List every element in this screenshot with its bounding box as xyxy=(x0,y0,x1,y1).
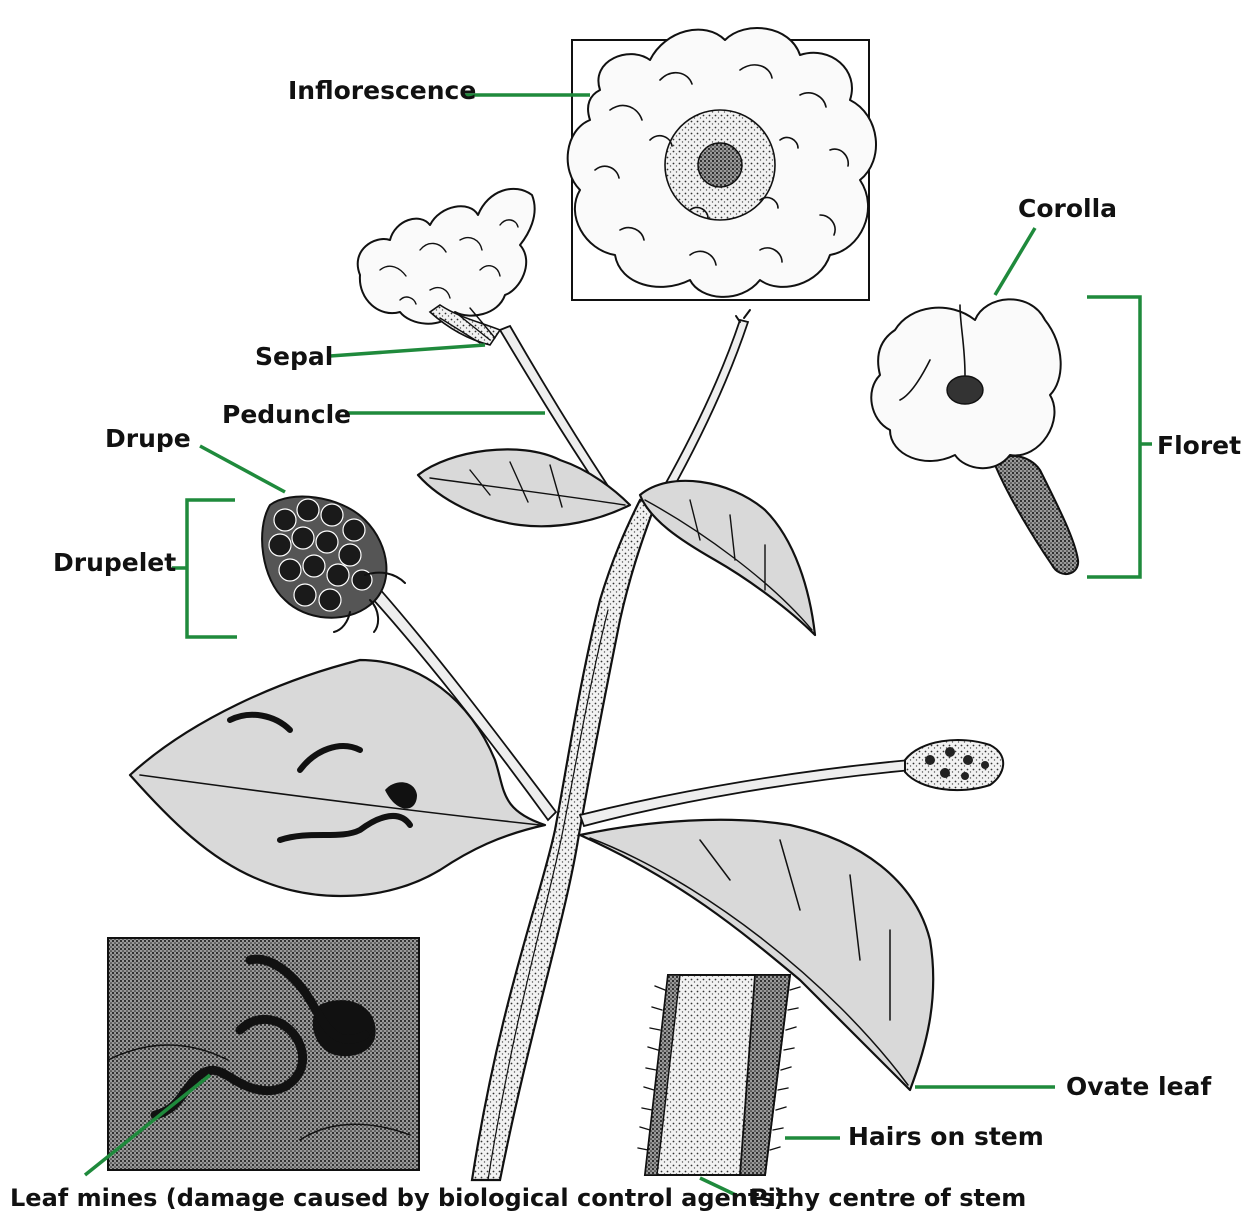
leaf-mines-inset xyxy=(108,938,419,1170)
label-sepal: Sepal xyxy=(255,344,333,369)
upper-left-leaf xyxy=(418,449,630,526)
upper-right-leaf xyxy=(640,481,815,635)
label-pithy-centre: Pithy centre of stem xyxy=(750,1186,1026,1210)
right-pedicel xyxy=(580,740,1003,826)
label-floret: Floret xyxy=(1157,433,1241,458)
floret-illustration xyxy=(871,299,1078,574)
drupelet-bracket xyxy=(172,500,237,637)
label-hairs-on-stem: Hairs on stem xyxy=(848,1124,1044,1149)
drupe-leader xyxy=(200,446,285,492)
label-ovate-leaf: Ovate leaf xyxy=(1066,1074,1211,1099)
stem-section-inset xyxy=(638,975,800,1175)
label-peduncle: Peduncle xyxy=(222,402,351,427)
label-inflorescence: Inflorescence xyxy=(288,78,476,103)
flower-head-small xyxy=(358,189,535,345)
corolla-leader xyxy=(995,228,1035,295)
label-drupelet: Drupelet xyxy=(53,550,176,575)
left-large-leaf xyxy=(130,660,545,896)
label-corolla: Corolla xyxy=(1018,196,1117,221)
inflorescence-inset xyxy=(568,28,876,300)
label-leaf-mines: Leaf mines (damage caused by biological … xyxy=(10,1186,785,1210)
sepal-leader xyxy=(330,345,485,356)
floret-bracket xyxy=(1087,297,1152,577)
label-drupe: Drupe xyxy=(105,426,191,451)
